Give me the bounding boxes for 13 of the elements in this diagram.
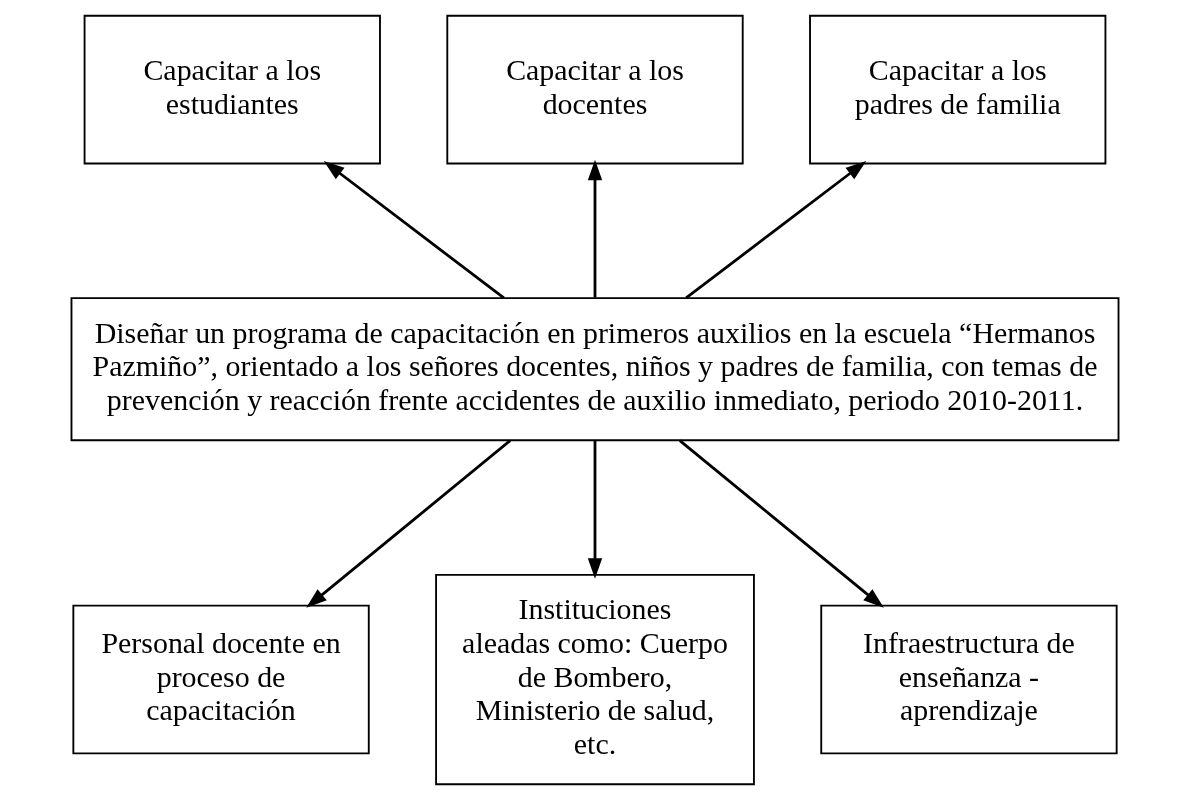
arrow xyxy=(587,440,602,579)
arrow xyxy=(323,161,505,300)
node-box: Personal docente en proceso de capacitación xyxy=(71,604,370,755)
node-box: Diseñar un programa de capacitación en primeros auxilios en la escuela “Hermanos Pazmiño”, orientado a los señores docentes, niños y padres de familia, con temas de prevención y reacción frente accidentes de auxilio inmediato, periodo 2010-2011. xyxy=(70,297,1119,442)
node-box: Infraestructura de enseñanza - aprendizaje xyxy=(819,604,1118,755)
arrow xyxy=(305,439,511,608)
node-box: Capacitar a los estudiantes xyxy=(83,14,381,165)
arrow xyxy=(684,161,866,300)
node-box: Capacitar a los docentes xyxy=(445,14,744,165)
arrow xyxy=(678,439,884,608)
arrow xyxy=(587,159,602,298)
node-box: Capacitar a los padres de familia xyxy=(808,14,1106,165)
node-box: Instituciones aleadas como: Cuerpo de Bombero, Ministerio de salud, etc. xyxy=(434,573,755,786)
